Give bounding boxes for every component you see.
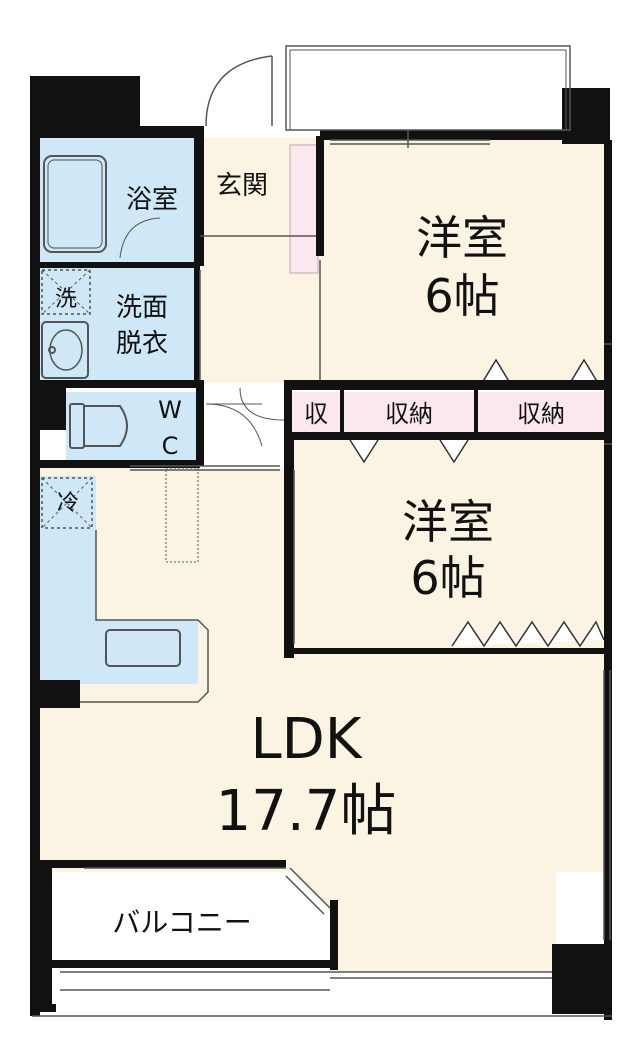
washer-box <box>41 269 91 315</box>
label-wc-w: W <box>158 396 182 424</box>
label-washroom-2: 脱衣 <box>116 329 168 359</box>
label-western-1: 洋室 <box>416 211 508 265</box>
label-entrance: 玄関 <box>216 171 268 201</box>
kitchen-counter <box>40 530 209 703</box>
bathtub <box>43 155 107 253</box>
label-bath: 浴室 <box>126 185 178 215</box>
wash-basin <box>41 321 89 379</box>
balcony-area <box>38 872 330 972</box>
washroom-floor <box>38 267 198 382</box>
label-washer: 洗 <box>55 287 77 312</box>
label-western-2-size: 6帖 <box>410 551 485 605</box>
label-western-1-size: 6帖 <box>424 269 499 323</box>
room-labels: 浴室 玄関 洗 洗面 脱衣 W C 冷 洋室 6帖 収 収納 収納 洋室 6帖 … <box>55 171 565 939</box>
storage-small-floor <box>292 392 340 432</box>
western-room-1-floor <box>320 140 608 383</box>
label-western-2: 洋室 <box>402 495 494 549</box>
label-fridge: 冷 <box>57 491 79 516</box>
fixtures <box>40 55 285 703</box>
entrance-shoe-storage <box>289 144 319 274</box>
windows <box>32 45 612 1017</box>
wc-floor <box>66 392 196 460</box>
wc-door <box>205 403 263 447</box>
label-ldk-size: 17.7帖 <box>216 779 397 844</box>
label-storage-2: 収納 <box>517 400 565 428</box>
label-storage-1: 収納 <box>385 400 433 428</box>
closet-markers <box>349 358 605 648</box>
fridge-box <box>41 477 93 529</box>
entrance-door-arc <box>205 55 273 127</box>
storage-2-floor <box>478 392 604 432</box>
bath-floor <box>38 138 198 263</box>
label-wc-c: C <box>162 432 179 460</box>
ldk-lower-floor <box>290 652 608 972</box>
label-washroom-1: 洗面 <box>116 293 168 323</box>
walls <box>30 76 612 1020</box>
label-balcony: バルコニー <box>112 906 251 939</box>
label-ldk: LDK <box>250 707 362 772</box>
kitchen-sink <box>105 629 181 667</box>
bath-door <box>119 217 161 259</box>
label-storage-small: 収 <box>304 400 328 428</box>
storage-1-floor <box>344 392 474 432</box>
